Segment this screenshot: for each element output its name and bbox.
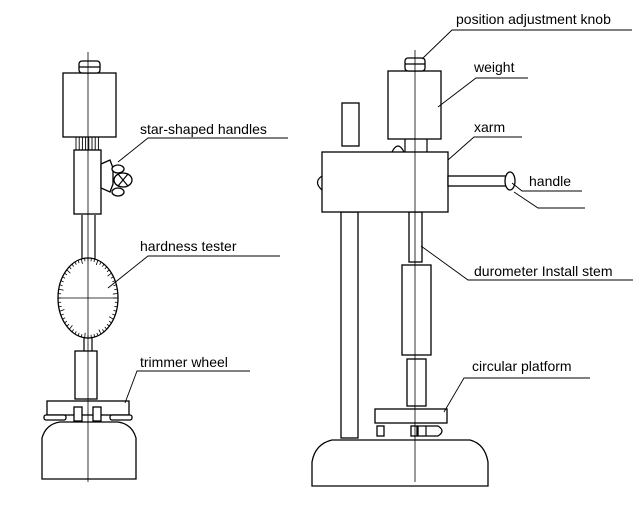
side-platform [375,409,447,423]
dial-tick [113,294,118,295]
front-platform-block [74,407,82,421]
label-circular-platform: circular platform [472,358,572,374]
front-middle-block [74,150,101,214]
xarm-side-knob [318,176,323,190]
label-position-adjustment-knob: position adjustment knob [456,11,611,27]
dial-tick [85,333,86,338]
leader-xarm [448,137,522,160]
side-base [312,440,488,486]
label-hardness-tester: hardness tester [140,238,237,254]
side-column [342,103,359,146]
front-base [42,422,136,479]
leader-star-handles [118,138,288,162]
durometer-body [402,265,431,355]
leader-position-knob [422,30,632,59]
side-weight [388,71,441,139]
handle-knob [505,172,515,190]
front-platform-block [93,407,101,421]
label-handle: handle [529,173,571,189]
front-lower-stem [75,351,97,399]
platform-knob [418,426,442,436]
side-pillar [341,212,358,438]
leader-trimmer-wheel [125,371,250,403]
handle-shaft [448,176,506,186]
trimmer-wheel-left [44,415,66,420]
leader-hardness-tester [108,256,280,288]
leader-weight [438,78,528,107]
front-weight [63,73,116,137]
leader-circular-platform [444,378,590,412]
front-view [42,52,136,482]
star-handle [101,160,132,196]
durometer-lower [407,359,426,406]
durometer-install-stem [409,212,422,262]
label-weight: weight [474,59,514,75]
label-xarm: xarm [474,119,505,135]
leader-handle-tail [514,192,585,208]
xarm [322,152,448,212]
trimmer-wheel-right [110,415,132,420]
label-durometer-install-stem: durometer Install stem [474,263,613,279]
comb-teeth [76,137,98,150]
label-trimmer-wheel: trimmer wheel [140,354,228,370]
label-star-shaped-handles: star-shaped handles [140,121,267,137]
